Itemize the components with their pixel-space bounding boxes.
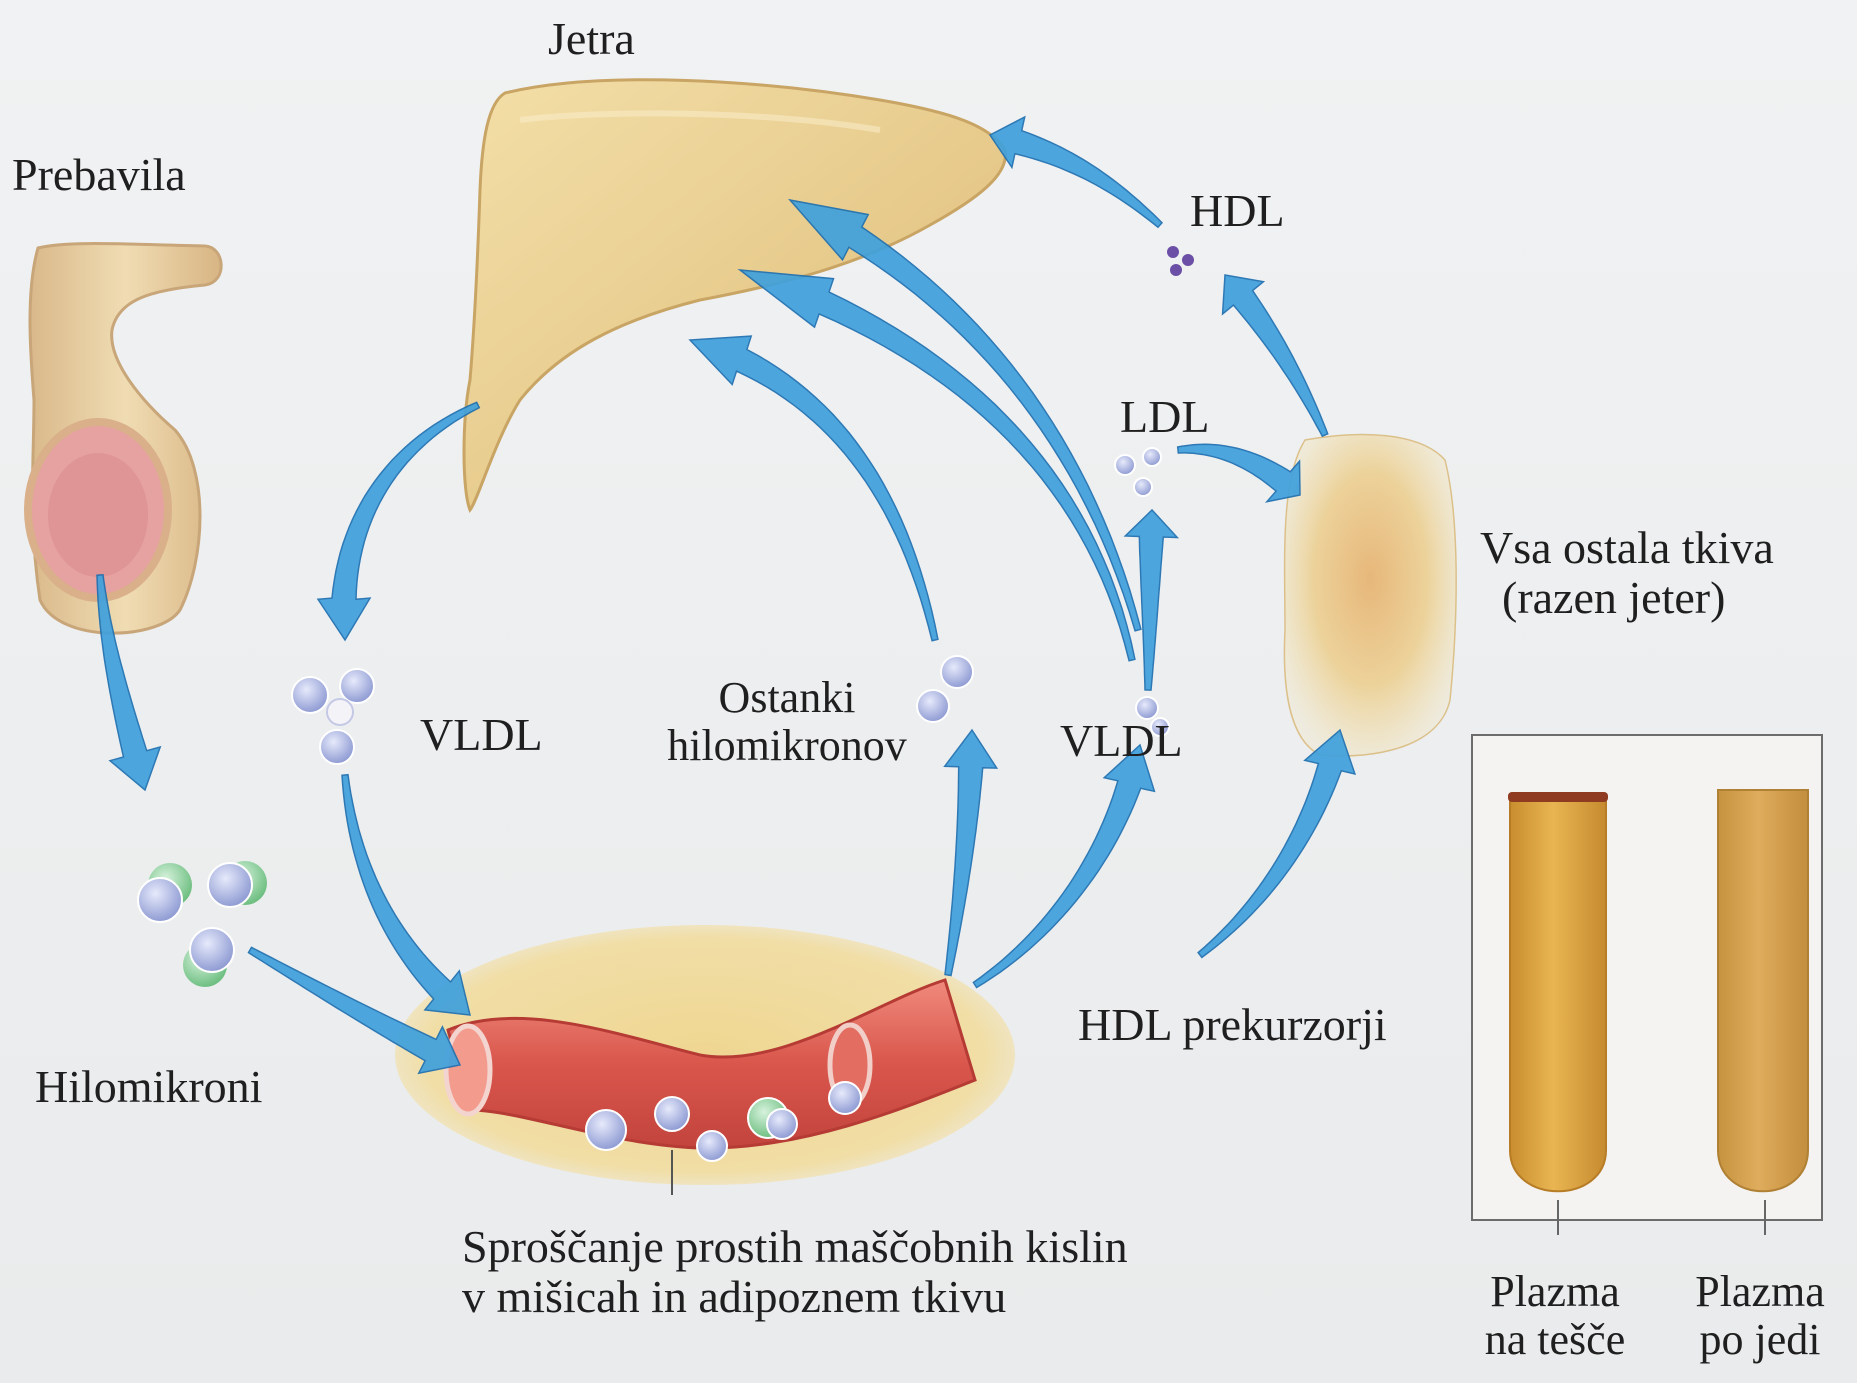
vldl-left-label: VLDL: [420, 710, 543, 760]
ldl-label: LDL: [1120, 392, 1209, 442]
intestine-illustration: [28, 244, 221, 634]
arrow-remnants-to-liver: [690, 336, 938, 641]
plasma-fasting-label: Plazma na tešče: [1455, 1268, 1655, 1363]
other-tissues-line1: Vsa ostala tkiva: [1480, 523, 1774, 573]
hdl-precursors-label: HDL prekurzorji: [1078, 1000, 1387, 1050]
lipoprotein-particle: [1115, 448, 1161, 496]
digestive-label: Prebavila: [12, 150, 186, 200]
plasma-fasting-line2: na tešče: [1455, 1316, 1655, 1364]
lipoprotein-particle: [292, 669, 374, 764]
arrow-tissues-to-hdl: [1223, 275, 1328, 436]
arrow-liver-to-vldl: [318, 402, 479, 640]
ffa-release-line2: v mišicah in adipoznem tkivu: [462, 1272, 1128, 1322]
tissue-illustration: [1284, 435, 1456, 756]
hdl-particles: [1167, 246, 1194, 276]
plasma-fasting-line1: Plazma: [1455, 1268, 1655, 1316]
other-tissues-label: Vsa ostala tkiva (razen jeter): [1480, 523, 1774, 622]
test-tube: [1718, 790, 1808, 1235]
arrow-vldl-to-vessel: [342, 775, 470, 1015]
ffa-release-label: Sproščanje prostih maščobnih kislin v mi…: [462, 1222, 1128, 1321]
chylomicron-remnants-line1: Ostanki: [652, 674, 922, 722]
liver-label: Jetra: [548, 14, 635, 64]
ffa-release-line1: Sproščanje prostih maščobnih kislin: [462, 1222, 1128, 1272]
plasma-fed-label: Plazma po jedi: [1665, 1268, 1855, 1363]
chylomicron-particles: [138, 861, 267, 987]
plasma-fed-line1: Plazma: [1665, 1268, 1855, 1316]
plasma-fed-line2: po jedi: [1665, 1316, 1855, 1364]
chylomicron-remnants-label: Ostanki hilomikronov: [652, 674, 922, 769]
test-tube: [1508, 792, 1608, 1235]
vldl-right-label: VLDL: [1060, 716, 1183, 766]
arrow-ldl-to-tissues: [1178, 444, 1300, 501]
arrow-vessel-to-remnants: [945, 730, 997, 976]
hdl-label: HDL: [1190, 186, 1285, 236]
arrow-precursors-to-tissues: [1198, 730, 1355, 957]
plasma-test-tubes: [1472, 735, 1822, 1235]
arrow-hdl-to-liver: [990, 117, 1162, 227]
lipoprotein-particle: [917, 656, 973, 722]
arrow-vessel-to-vldl: [973, 745, 1154, 988]
other-tissues-line2: (razen jeter): [1480, 573, 1774, 623]
chylomicrons-label: Hilomikroni: [35, 1062, 262, 1112]
chylomicron-remnants-line2: hilomikronov: [652, 722, 922, 770]
blood-vessel-illustration: [395, 925, 1015, 1195]
